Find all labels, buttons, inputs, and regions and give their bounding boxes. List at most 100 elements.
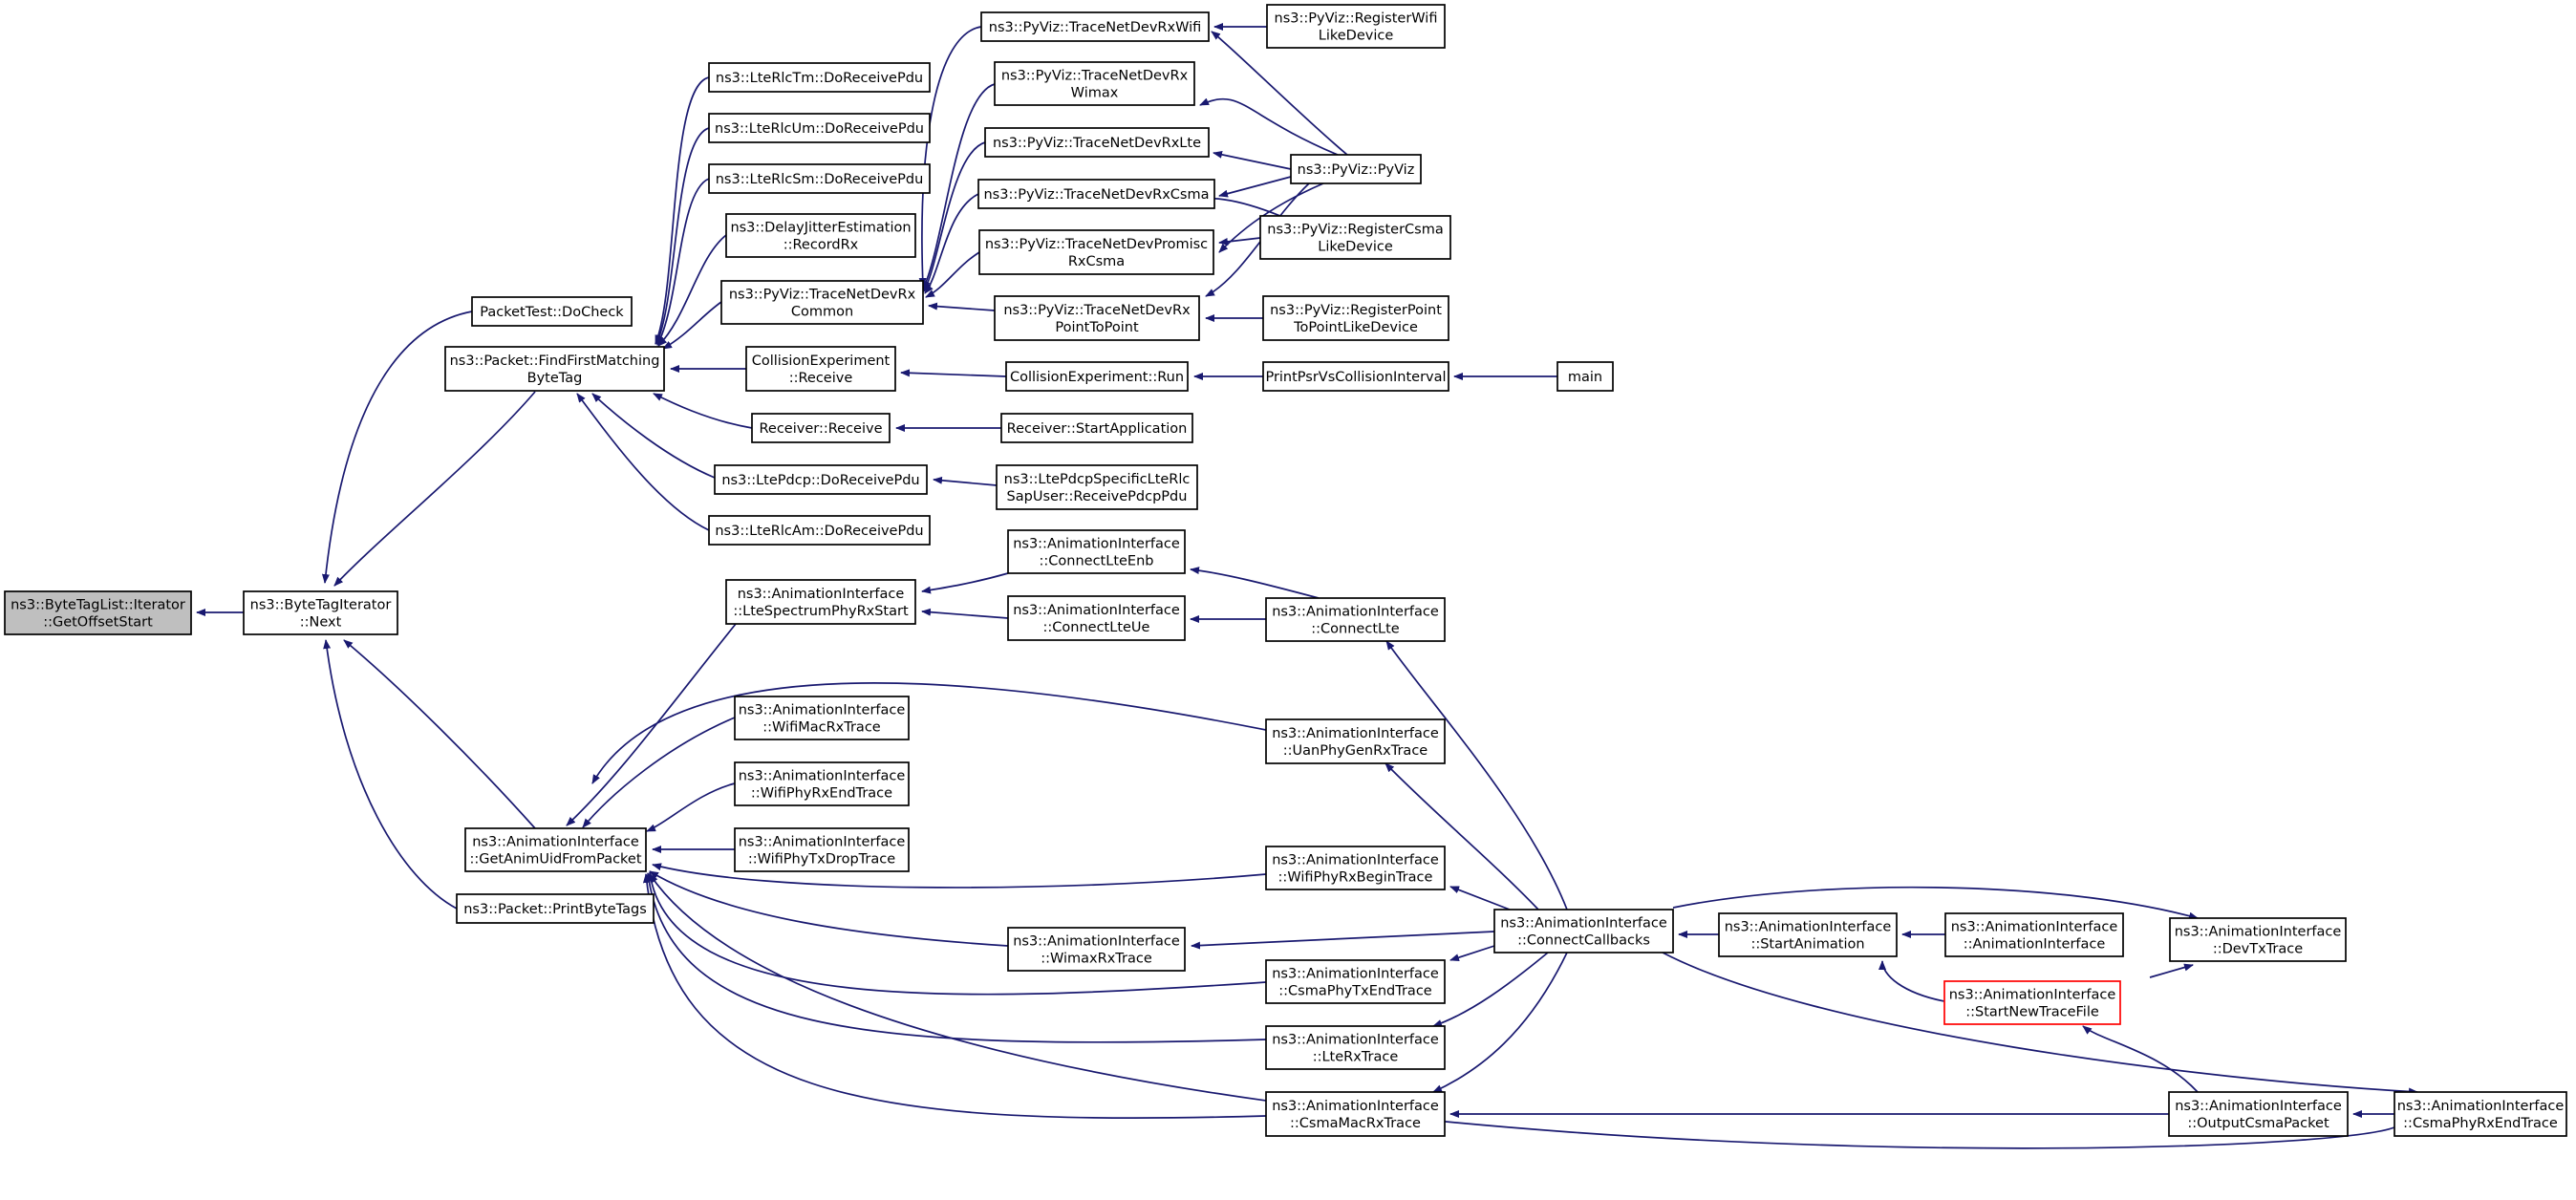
- node-wprxe[interactable]: ns3::AnimationInterface::WifiPhyRxEndTra…: [734, 761, 910, 806]
- node-tndrlte[interactable]: ns3::PyViz::TraceNetDevRxLte: [984, 127, 1210, 158]
- node-box[interactable]: [1262, 361, 1449, 392]
- node-box[interactable]: [984, 127, 1210, 158]
- node-box[interactable]: [471, 296, 633, 327]
- node-cltenb[interactable]: ns3::AnimationInterface::ConnectLteEnb: [1007, 529, 1186, 574]
- node-box[interactable]: [994, 61, 1195, 106]
- node-lsprs[interactable]: ns3::AnimationInterface::LteSpectrumPhyR…: [725, 579, 916, 625]
- node-box[interactable]: [708, 515, 931, 546]
- node-wprxb[interactable]: ns3::AnimationInterface::WifiPhyRxBeginT…: [1265, 846, 1446, 890]
- node-rlcum[interactable]: ns3::LteRlcUm::DoReceivePdu: [708, 113, 931, 143]
- node-box[interactable]: [456, 893, 655, 924]
- node-box[interactable]: [4, 590, 192, 635]
- node-box[interactable]: [1265, 846, 1446, 890]
- node-wmrx[interactable]: ns3::AnimationInterface::WifiMacRxTrace: [734, 696, 910, 740]
- node-box[interactable]: [1265, 1091, 1446, 1137]
- node-box[interactable]: [720, 280, 924, 325]
- node-box[interactable]: [1265, 597, 1446, 642]
- node-box[interactable]: [2168, 1091, 2349, 1137]
- node-clteue[interactable]: ns3::AnimationInterface::ConnectLteUe: [1007, 595, 1186, 641]
- node-box[interactable]: [243, 590, 398, 635]
- node-box[interactable]: [714, 464, 928, 495]
- node-box[interactable]: [2394, 1091, 2567, 1137]
- node-box[interactable]: [1259, 215, 1451, 260]
- node-rr[interactable]: Receiver::Receive: [751, 413, 891, 443]
- node-rlcam[interactable]: ns3::LteRlcAm::DoReceivePdu: [708, 515, 931, 546]
- node-box[interactable]: [980, 11, 1210, 42]
- node-box[interactable]: [734, 827, 910, 872]
- node-box[interactable]: [1000, 413, 1193, 443]
- node-box[interactable]: [1007, 595, 1186, 641]
- node-rlcsm[interactable]: ns3::LteRlcSm::DoReceivePdu: [708, 163, 931, 194]
- node-main[interactable]: main: [1556, 361, 1614, 392]
- node-box[interactable]: [1493, 909, 1674, 954]
- node-box[interactable]: [1265, 959, 1446, 1004]
- node-box[interactable]: [734, 761, 910, 806]
- node-wptxd[interactable]: ns3::AnimationInterface::WifiPhyTxDropTr…: [734, 827, 910, 872]
- node-box[interactable]: [1944, 912, 2124, 957]
- node-box[interactable]: [725, 213, 916, 258]
- node-cmrx[interactable]: ns3::AnimationInterface::CsmaMacRxTrace: [1265, 1091, 1446, 1137]
- node-box[interactable]: [1943, 980, 2121, 1025]
- node-box[interactable]: [1718, 912, 1898, 957]
- node-box[interactable]: [978, 229, 1214, 275]
- node-dje[interactable]: ns3::DelayJitterEstimation::RecordRx: [725, 213, 916, 258]
- node-box[interactable]: [464, 827, 647, 872]
- node-gaufp[interactable]: ns3::AnimationInterface::GetAnimUidFromP…: [464, 827, 647, 872]
- node-box[interactable]: [1265, 718, 1446, 764]
- node-ccb[interactable]: ns3::AnimationInterface::ConnectCallback…: [1493, 909, 1674, 954]
- node-box[interactable]: [1290, 154, 1422, 184]
- node-devtx[interactable]: ns3::AnimationInterface::DevTxTrace: [2169, 917, 2347, 962]
- node-next[interactable]: ns3::ByteTagIterator::Next: [243, 590, 398, 635]
- node-box[interactable]: [1007, 927, 1186, 972]
- node-box[interactable]: [708, 62, 931, 93]
- node-rpld[interactable]: ns3::PyViz::RegisterPointToPointLikeDevi…: [1262, 295, 1449, 341]
- node-pyviz[interactable]: ns3::PyViz::PyViz: [1290, 154, 1422, 184]
- node-box[interactable]: [2169, 917, 2347, 962]
- node-ppvci[interactable]: PrintPsrVsCollisionInterval: [1262, 361, 1449, 392]
- node-box[interactable]: [1266, 4, 1446, 49]
- node-docheck[interactable]: PacketTest::DoCheck: [471, 296, 633, 327]
- node-box[interactable]: [734, 696, 910, 740]
- node-box[interactable]: [1007, 529, 1186, 574]
- node-aictor[interactable]: ns3::AnimationInterface::AnimationInterf…: [1944, 912, 2124, 957]
- node-box[interactable]: [994, 295, 1200, 341]
- node-ocp[interactable]: ns3::AnimationInterface::OutputCsmaPacke…: [2168, 1091, 2349, 1137]
- node-tndrwifi[interactable]: ns3::PyViz::TraceNetDevRxWifi: [980, 11, 1210, 42]
- node-box[interactable]: [708, 113, 931, 143]
- node-box[interactable]: [977, 179, 1215, 209]
- node-tndrcsma[interactable]: ns3::PyViz::TraceNetDevRxCsma: [977, 179, 1215, 209]
- node-box[interactable]: [996, 464, 1198, 510]
- node-cprxe[interactable]: ns3::AnimationInterface::CsmaPhyRxEndTra…: [2394, 1091, 2567, 1137]
- node-box[interactable]: [444, 346, 665, 392]
- node-pdcp[interactable]: ns3::LtePdcp::DoReceivePdu: [714, 464, 928, 495]
- node-upgrx[interactable]: ns3::AnimationInterface::UanPhyGenRxTrac…: [1265, 718, 1446, 764]
- node-sanim[interactable]: ns3::AnimationInterface::StartAnimation: [1718, 912, 1898, 957]
- node-box[interactable]: [708, 163, 931, 194]
- node-wimaxrx[interactable]: ns3::AnimationInterface::WimaxRxTrace: [1007, 927, 1186, 972]
- node-box[interactable]: [725, 579, 916, 625]
- node-box[interactable]: [1265, 1025, 1446, 1070]
- node-root[interactable]: ns3::ByteTagList::Iterator::GetOffsetSta…: [4, 590, 192, 635]
- node-box[interactable]: [1262, 295, 1449, 341]
- node-pbt[interactable]: ns3::Packet::PrintByteTags: [456, 893, 655, 924]
- node-box[interactable]: [1556, 361, 1614, 392]
- node-rlctm[interactable]: ns3::LteRlcTm::DoReceivePdu: [708, 62, 931, 93]
- node-sntf[interactable]: ns3::AnimationInterface::StartNewTraceFi…: [1943, 980, 2121, 1025]
- node-box[interactable]: [745, 346, 896, 392]
- node-box[interactable]: [751, 413, 891, 443]
- node-cptxe[interactable]: ns3::AnimationInterface::CsmaPhyTxEndTra…: [1265, 959, 1446, 1004]
- node-clte[interactable]: ns3::AnimationInterface::ConnectLte: [1265, 597, 1446, 642]
- node-cer[interactable]: CollisionExperiment::Receive: [745, 346, 896, 392]
- node-cerun[interactable]: CollisionExperiment::Run: [1005, 361, 1189, 392]
- node-pdcpsap[interactable]: ns3::LtePdcpSpecificLteRlcSapUser::Recei…: [996, 464, 1198, 510]
- node-box[interactable]: [1005, 361, 1189, 392]
- node-lterx[interactable]: ns3::AnimationInterface::LteRxTrace: [1265, 1025, 1446, 1070]
- node-rsa[interactable]: Receiver::StartApplication: [1000, 413, 1193, 443]
